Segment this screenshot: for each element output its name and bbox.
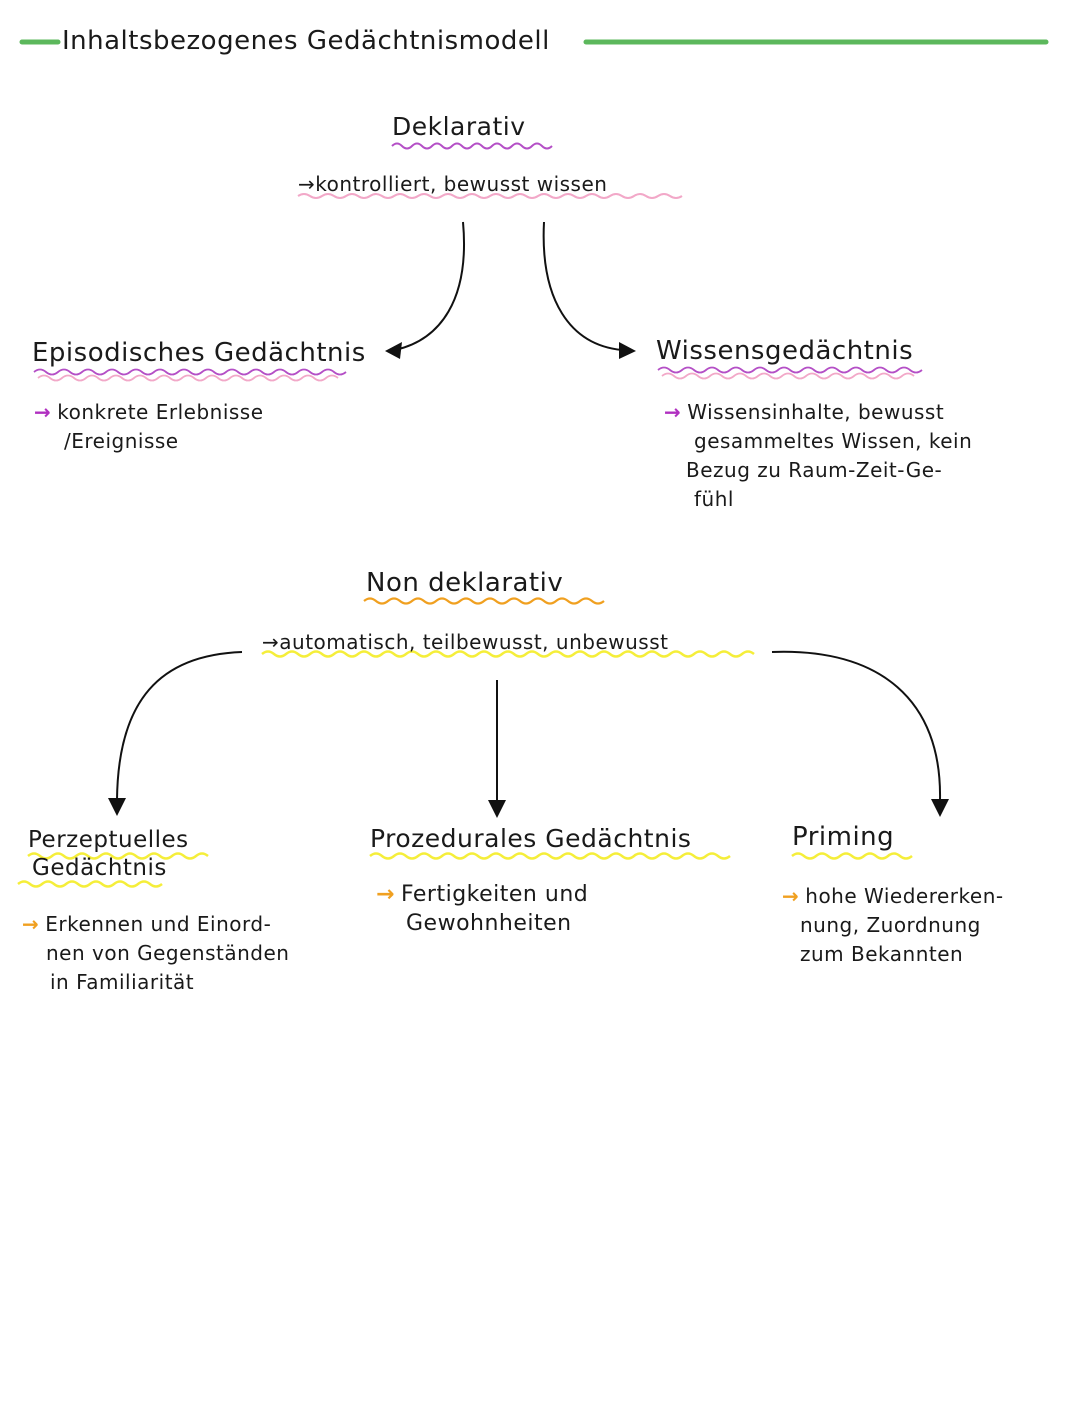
arrowhead-episodic xyxy=(385,342,402,359)
deklarativ-heading: Deklarativ xyxy=(392,112,526,141)
wavy-underline-nondecl-subtitle xyxy=(261,650,755,658)
episodic-description: →konkrete Erlebnisse /Ereignisse xyxy=(34,398,264,456)
semantic-line-1: Wissensinhalte, bewusst xyxy=(687,400,945,424)
perceptual-line-2: nen von Gegenständen xyxy=(46,941,290,965)
bullet-arrow-icon: → xyxy=(782,884,800,908)
bullet-arrow-icon: → xyxy=(22,912,40,936)
priming-description: →hohe Wiedererken- nung, Zuordnung zum B… xyxy=(782,882,1004,969)
wavy-underline-perceptual-1 xyxy=(27,852,209,860)
perceptual-line-3: in Familiarität xyxy=(50,970,195,994)
semantic-heading: Wissensgedächtnis xyxy=(656,336,914,366)
wavy-underline-semantic-2 xyxy=(661,372,915,380)
episodic-line-2: /Ereignisse xyxy=(64,429,179,453)
semantic-description: →Wissensinhalte, bewusst gesammeltes Wis… xyxy=(664,398,972,514)
arrowhead-perceptual xyxy=(108,798,126,816)
perceptual-heading: Perzeptuelles Gedächtnis xyxy=(28,826,189,882)
arrow-to-perceptual xyxy=(116,651,243,801)
episodic-line-1: konkrete Erlebnisse xyxy=(57,400,264,424)
priming-line-2: nung, Zuordnung xyxy=(800,913,981,937)
procedural-description: →Fertigkeiten und Gewohnheiten xyxy=(376,880,588,938)
wavy-underline-deklarativ xyxy=(391,142,553,150)
page-title: Inhaltsbezogenes Gedächtnismodell xyxy=(62,26,550,56)
nondeklarativ-heading: Non deklarativ xyxy=(366,568,564,598)
semantic-line-4: fühl xyxy=(694,487,734,511)
priming-line-3: zum Bekannten xyxy=(800,942,964,966)
nondeklarativ-subtitle: →automatisch, teilbewusst, unbewusst xyxy=(262,630,669,654)
arrow-to-semantic xyxy=(542,221,623,351)
arrowhead-priming xyxy=(931,799,949,817)
semantic-line-3: Bezug zu Raum-Zeit-Ge- xyxy=(686,458,943,482)
priming-heading: Priming xyxy=(792,822,895,852)
wavy-underline-nondecl xyxy=(363,597,605,605)
arrowhead-procedural xyxy=(488,800,506,818)
bullet-arrow-icon: → xyxy=(376,882,395,907)
procedural-line-2: Gewohnheiten xyxy=(406,911,572,936)
perceptual-heading-line-1: Perzeptuelles xyxy=(28,827,189,853)
wavy-underline-priming xyxy=(791,852,913,860)
wavy-underline-perceptual-2 xyxy=(17,880,163,888)
perceptual-heading-line-2: Gedächtnis xyxy=(32,855,167,881)
arrow-to-episodic xyxy=(394,221,465,351)
arrowhead-semantic xyxy=(619,342,636,359)
procedural-line-1: Fertigkeiten und xyxy=(400,882,589,907)
perceptual-description: →Erkennen und Einord- nen von Gegenständ… xyxy=(22,910,289,997)
bullet-arrow-icon: → xyxy=(664,400,682,424)
semantic-line-2: gesammeltes Wissen, kein xyxy=(694,429,973,453)
perceptual-line-1: Erkennen und Einord- xyxy=(45,912,272,936)
procedural-heading: Prozedurales Gedächtnis xyxy=(370,824,692,853)
bullet-arrow-icon: → xyxy=(34,400,52,424)
episodic-heading: Episodisches Gedächtnis xyxy=(32,338,366,368)
wavy-underline-procedural xyxy=(369,852,731,860)
wavy-underline-decl-subtitle xyxy=(297,193,683,199)
priming-line-1: hohe Wiedererken- xyxy=(805,884,1004,908)
wavy-underline-episodic xyxy=(33,368,347,376)
arrow-to-priming xyxy=(771,650,942,801)
wavy-underline-semantic xyxy=(657,366,923,374)
wavy-underline-episodic-2 xyxy=(37,374,339,382)
deklarativ-subtitle: →kontrolliert, bewusst wissen xyxy=(298,172,608,196)
